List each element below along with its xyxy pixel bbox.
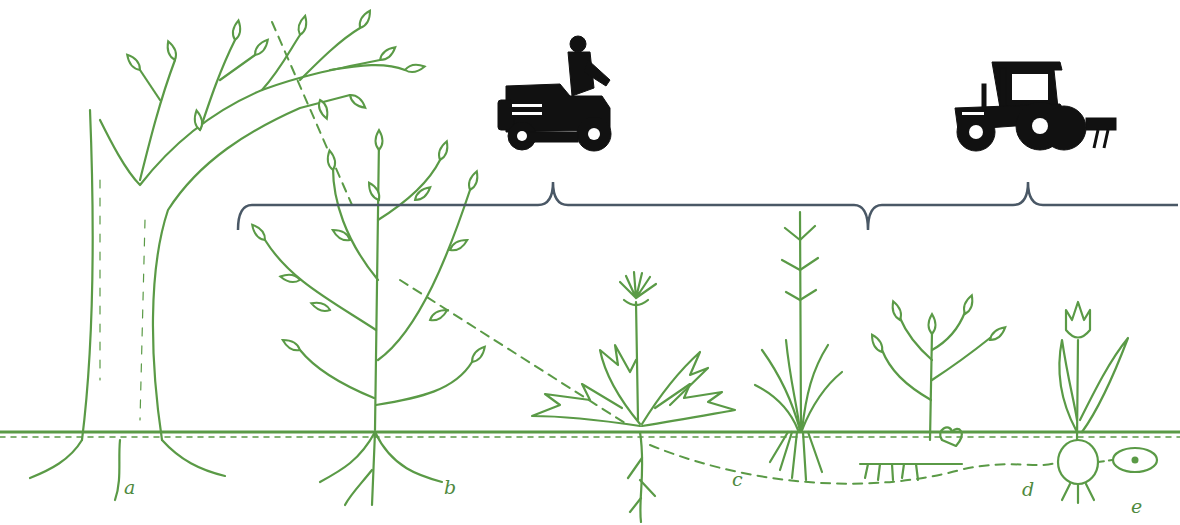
- plant-letter: a: [124, 478, 135, 497]
- plant-letter: d: [1022, 480, 1034, 499]
- plant-letter: c: [732, 470, 743, 489]
- plant-letter: b: [444, 478, 456, 497]
- plant-letter: e: [1131, 497, 1142, 516]
